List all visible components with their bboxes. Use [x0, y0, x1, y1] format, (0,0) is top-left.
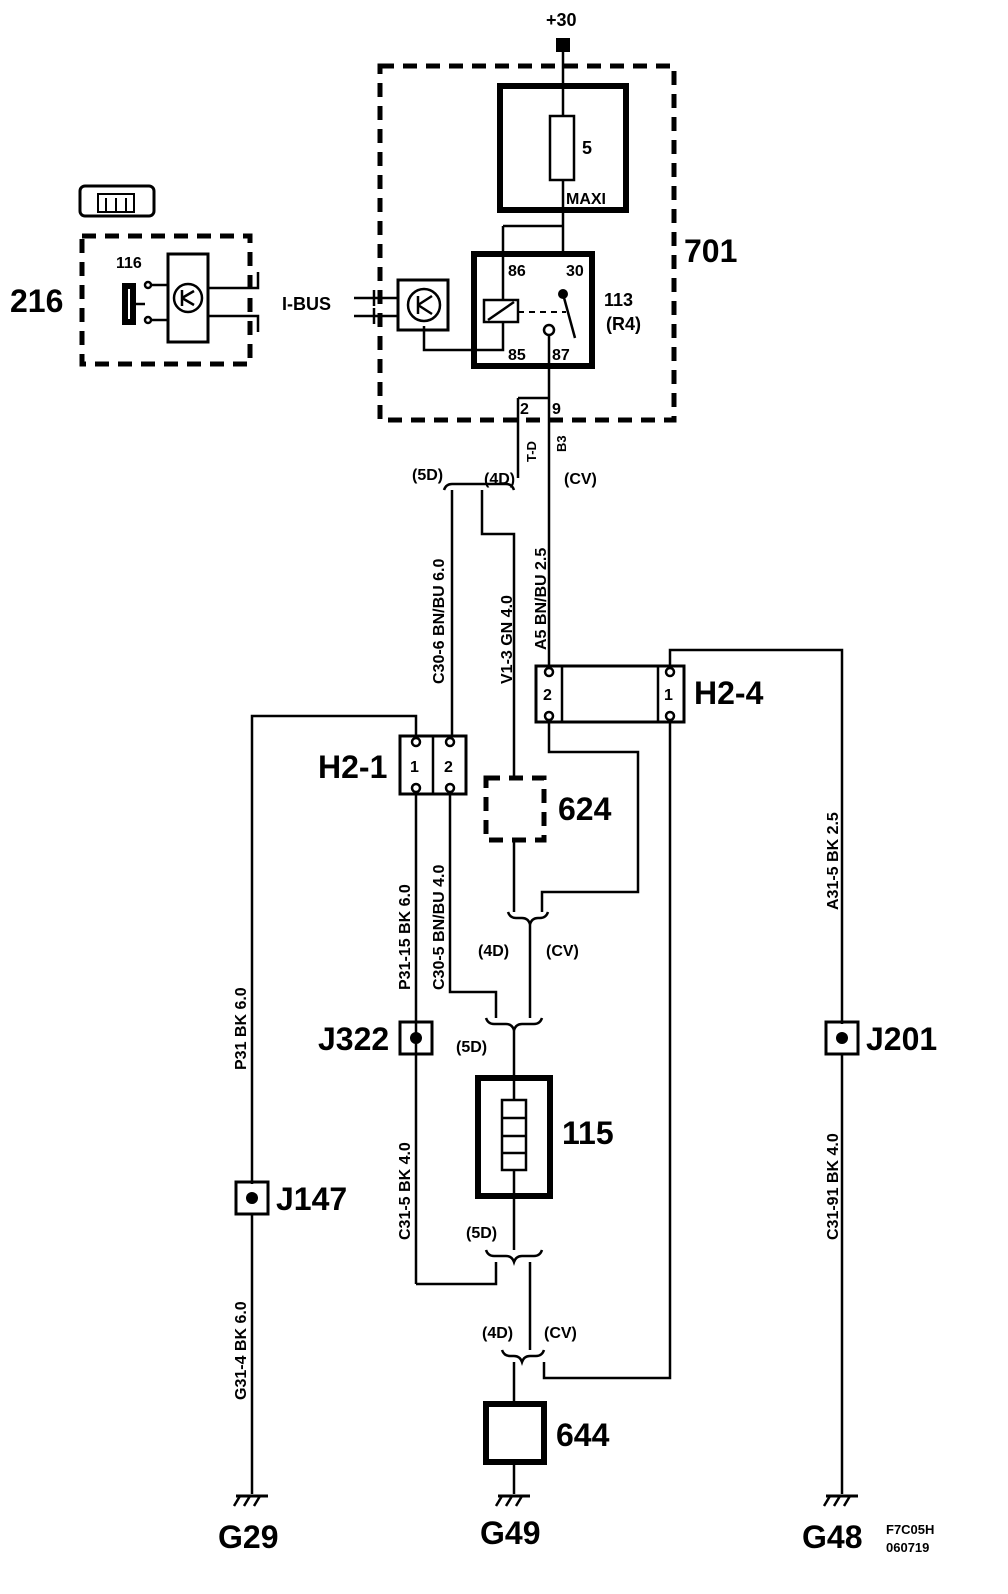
reference-code: F7C05H — [886, 1522, 934, 1537]
variant-brace-b — [506, 911, 550, 928]
ground-g29-icon — [232, 1494, 268, 1507]
variant-cv-a: (CV) — [564, 471, 597, 488]
h2-1-pin-1: 1 — [410, 759, 419, 776]
variant-cv-b: (CV) — [546, 943, 579, 960]
splice-j147-label: J147 — [276, 1181, 347, 1217]
switch-transistor-icon — [172, 282, 204, 314]
connector-h2-4 — [534, 664, 686, 724]
driver-box — [396, 278, 450, 332]
variant-brace-e — [500, 1349, 546, 1366]
wire-a5: A5 BN/BU 2.5 — [533, 548, 550, 650]
splice-j322 — [398, 1020, 434, 1056]
h2-4-pin-2: 2 — [543, 687, 552, 704]
wire-g31-4: G31-4 BK 6.0 — [233, 1301, 250, 1400]
variant-4d-b: (4D) — [478, 943, 509, 960]
splice-j201-label: J201 — [866, 1021, 937, 1057]
variant-brace-a — [442, 482, 516, 491]
reference-date: 060719 — [886, 1540, 929, 1555]
variant-5d-a: (5D) — [412, 467, 443, 484]
pushbutton-icon — [122, 283, 136, 325]
rear-defrost-icon — [78, 184, 156, 218]
h2-4-label: H2-4 — [694, 675, 764, 711]
module-216-box — [79, 233, 253, 367]
relay-pin-85: 85 — [508, 347, 526, 364]
variant-brace-d — [484, 1249, 544, 1266]
h2-1-label: H2-1 — [318, 749, 387, 785]
conn-pin-2: 2 — [520, 401, 529, 418]
ground-g48-label: G48 — [802, 1519, 862, 1555]
h2-1-pin-2: 2 — [444, 759, 453, 776]
relay-pin-30: 30 — [566, 263, 584, 280]
ibus-label: I-BUS — [282, 294, 331, 314]
component-624-label: 624 — [558, 791, 612, 827]
wire-p31-15: P31-15 BK 6.0 — [397, 884, 414, 990]
component-624-box — [483, 775, 547, 843]
relay-alt: (R4) — [606, 314, 641, 334]
relay-box — [471, 251, 595, 369]
wire-a31-5: A31-5 BK 2.5 — [825, 812, 842, 910]
wire-c31-5: C31-5 BK 4.0 — [397, 1142, 414, 1240]
ground-g29-label: G29 — [218, 1519, 278, 1555]
splice-j322-label: J322 — [318, 1021, 389, 1057]
relay-id: 113 — [604, 290, 633, 310]
conn-b3: B3 — [554, 435, 569, 452]
h2-4-pin-1: 1 — [664, 687, 673, 704]
transistor-icon — [406, 287, 442, 323]
relay-pin-87: 87 — [552, 347, 570, 364]
fuse-value: 5 — [582, 138, 592, 158]
ground-g49-icon — [494, 1494, 530, 1507]
unit-701-label: 701 — [684, 233, 737, 269]
fuse-icon — [548, 114, 576, 182]
supply-label: +30 — [546, 10, 577, 30]
conn-td: T-D — [524, 441, 539, 462]
switch-module-box — [166, 252, 210, 344]
component-644-label: 644 — [556, 1417, 610, 1453]
variant-4d-c: (4D) — [482, 1325, 513, 1342]
variant-cv-c: (CV) — [544, 1325, 577, 1342]
ground-g49-label: G49 — [480, 1515, 540, 1551]
switch-116-label: 116 — [116, 255, 142, 272]
fuse-type: MAXI — [566, 191, 606, 208]
wire-c30-5: C30-5 BN/BU 4.0 — [431, 865, 448, 990]
wire-c31-91: C31-91 BK 4.0 — [825, 1133, 842, 1240]
conn-pin-9: 9 — [552, 401, 561, 418]
ground-g48-icon — [822, 1494, 858, 1507]
relay-pin-86: 86 — [508, 263, 526, 280]
wire-c30-6: C30-6 BN/BU 6.0 — [431, 559, 448, 684]
supply-terminal — [556, 38, 570, 52]
heater-115-label: 115 — [562, 1115, 614, 1151]
variant-5d-b: (5D) — [456, 1039, 487, 1056]
relay-contact-icon — [561, 293, 577, 339]
unit-701-box — [377, 63, 677, 423]
module-216-label: 216 — [10, 283, 63, 319]
wire-v1-3: V1-3 GN 4.0 — [499, 595, 516, 684]
variant-brace-c — [484, 1017, 544, 1034]
component-644-box — [483, 1401, 547, 1465]
wire-p31: P31 BK 6.0 — [233, 987, 250, 1070]
variant-5d-c: (5D) — [466, 1225, 497, 1242]
